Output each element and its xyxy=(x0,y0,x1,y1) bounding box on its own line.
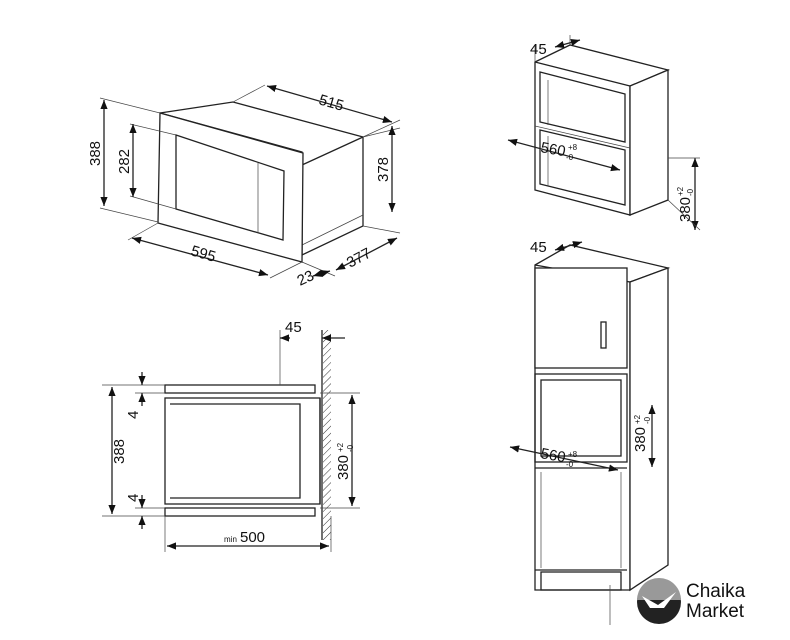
svg-text:+8: +8 xyxy=(568,143,578,152)
dim-4-bottom: 4 xyxy=(125,494,142,502)
svg-text:-0: -0 xyxy=(346,444,355,452)
dim-377: 377 xyxy=(344,245,374,272)
dim-595: 595 xyxy=(189,243,218,266)
chaika-market-logo xyxy=(637,578,681,624)
dim-282: 282 xyxy=(116,149,133,174)
dim-45-tall: 45 xyxy=(530,239,547,256)
dim-4-top: 4 xyxy=(125,411,142,419)
door-handle xyxy=(600,321,607,349)
svg-text:+2: +2 xyxy=(633,414,642,424)
dim-45: 45 xyxy=(530,41,547,58)
svg-text:-0: -0 xyxy=(686,188,695,196)
seagull-icon xyxy=(642,592,676,608)
cabinet-door xyxy=(534,267,628,369)
svg-text:-0: -0 xyxy=(566,153,574,162)
logo-text: Chaika Market xyxy=(686,581,746,622)
svg-text:min: min xyxy=(224,535,237,544)
wall-cabinet-view: 45 560 +8 -0 380 +2 -0 xyxy=(507,35,701,231)
dim-388-section: 388 xyxy=(111,439,128,464)
oven-isometric-view: 515 388 282 378 595 377 23 xyxy=(87,84,401,290)
svg-text:-0: -0 xyxy=(643,416,652,424)
dim-388: 388 xyxy=(87,141,104,166)
dim-45-section: 45 xyxy=(285,319,302,336)
oven-window xyxy=(175,134,285,241)
dim-380-section: 380 xyxy=(335,455,352,480)
dim-560-tall: 560 xyxy=(539,445,567,466)
dim-380: 380 xyxy=(677,197,694,222)
svg-text:+8: +8 xyxy=(568,450,578,459)
dim-378: 378 xyxy=(375,157,392,182)
svg-text:+2: +2 xyxy=(336,442,345,452)
section-view: 45 388 4 4 380 +2 -0 min 500 xyxy=(102,319,360,552)
svg-text:+2: +2 xyxy=(676,186,685,196)
dim-515: 515 xyxy=(317,92,346,115)
dim-380-tall: 380 xyxy=(632,427,649,452)
dim-min-500: 500 xyxy=(240,529,265,546)
dim-23: 23 xyxy=(295,267,317,289)
dim-560: 560 xyxy=(539,139,567,160)
svg-text:-0: -0 xyxy=(566,460,574,469)
tall-cabinet-view: 45 560 +8 -0 380 +2 -0 xyxy=(509,239,671,625)
